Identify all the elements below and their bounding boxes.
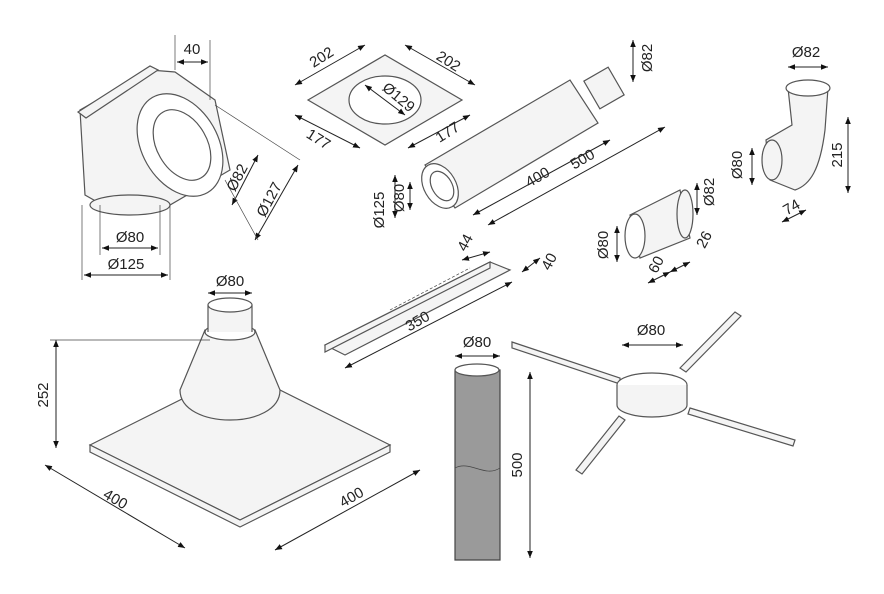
roof-flashing: Ø80 252 400 400 bbox=[35, 273, 421, 551]
dim-flashing-pipe: Ø80 bbox=[216, 273, 244, 290]
dim-plate-width-b: 202 bbox=[433, 48, 463, 76]
dim-flashing-height: 252 bbox=[35, 382, 52, 407]
bend-fitting: Ø82 215 Ø80 74 bbox=[729, 44, 851, 223]
dim-pipe-inner: Ø80 bbox=[391, 184, 408, 212]
dim-pipe-diameter: Ø80 bbox=[463, 334, 491, 351]
dim-pipe-end: Ø82 bbox=[639, 44, 656, 72]
dim-pipe-length: 500 bbox=[509, 452, 526, 477]
extension-pipe: Ø80 500 bbox=[454, 334, 533, 561]
adapter-fitting: Ø82 Ø80 60 26 bbox=[595, 178, 718, 284]
dim-pipe-length-inner: 400 bbox=[523, 164, 553, 191]
dim-bend-top: Ø82 bbox=[792, 44, 820, 61]
coax-pipe: 400 500 Ø125 Ø80 Ø82 bbox=[371, 40, 666, 229]
dim-bend-height: 215 bbox=[829, 142, 846, 167]
dim-bend-offset: 74 bbox=[780, 196, 803, 219]
dim-adapter-collar: 26 bbox=[693, 228, 716, 251]
dim-elbow-outer: Ø127 bbox=[253, 180, 285, 220]
dim-elbow-bottom-outer: Ø125 bbox=[108, 256, 145, 273]
dim-bend-side: Ø80 bbox=[729, 151, 746, 179]
elbow-fitting: 40 Ø82 Ø127 Ø80 Ø125 bbox=[76, 35, 301, 280]
dim-plate-inner-b: 177 bbox=[433, 119, 463, 147]
dim-bracket-diameter: Ø80 bbox=[637, 322, 665, 339]
dim-flashing-side-a: 400 bbox=[100, 486, 130, 513]
dim-elbow-depth: 40 bbox=[184, 41, 201, 58]
dim-elbow-bottom-inner: Ø80 bbox=[116, 229, 144, 246]
dim-pipe-length-outer: 500 bbox=[568, 146, 598, 173]
dim-pipe-outer: Ø125 bbox=[371, 192, 388, 229]
dim-plate-inner-a: 177 bbox=[303, 126, 333, 154]
dim-rail-height: 40 bbox=[538, 250, 561, 273]
dim-adapter-small: Ø80 bbox=[595, 231, 612, 259]
support-bracket: Ø80 bbox=[511, 311, 796, 475]
wall-plate: 202 202 Ø129 177 177 bbox=[294, 44, 476, 154]
dim-rail-width: 44 bbox=[454, 231, 477, 254]
dim-plate-width-a: 202 bbox=[307, 44, 337, 72]
dim-adapter-length: 60 bbox=[645, 253, 668, 276]
dim-flashing-side-b: 400 bbox=[337, 484, 367, 511]
dim-adapter-large: Ø82 bbox=[701, 178, 718, 206]
